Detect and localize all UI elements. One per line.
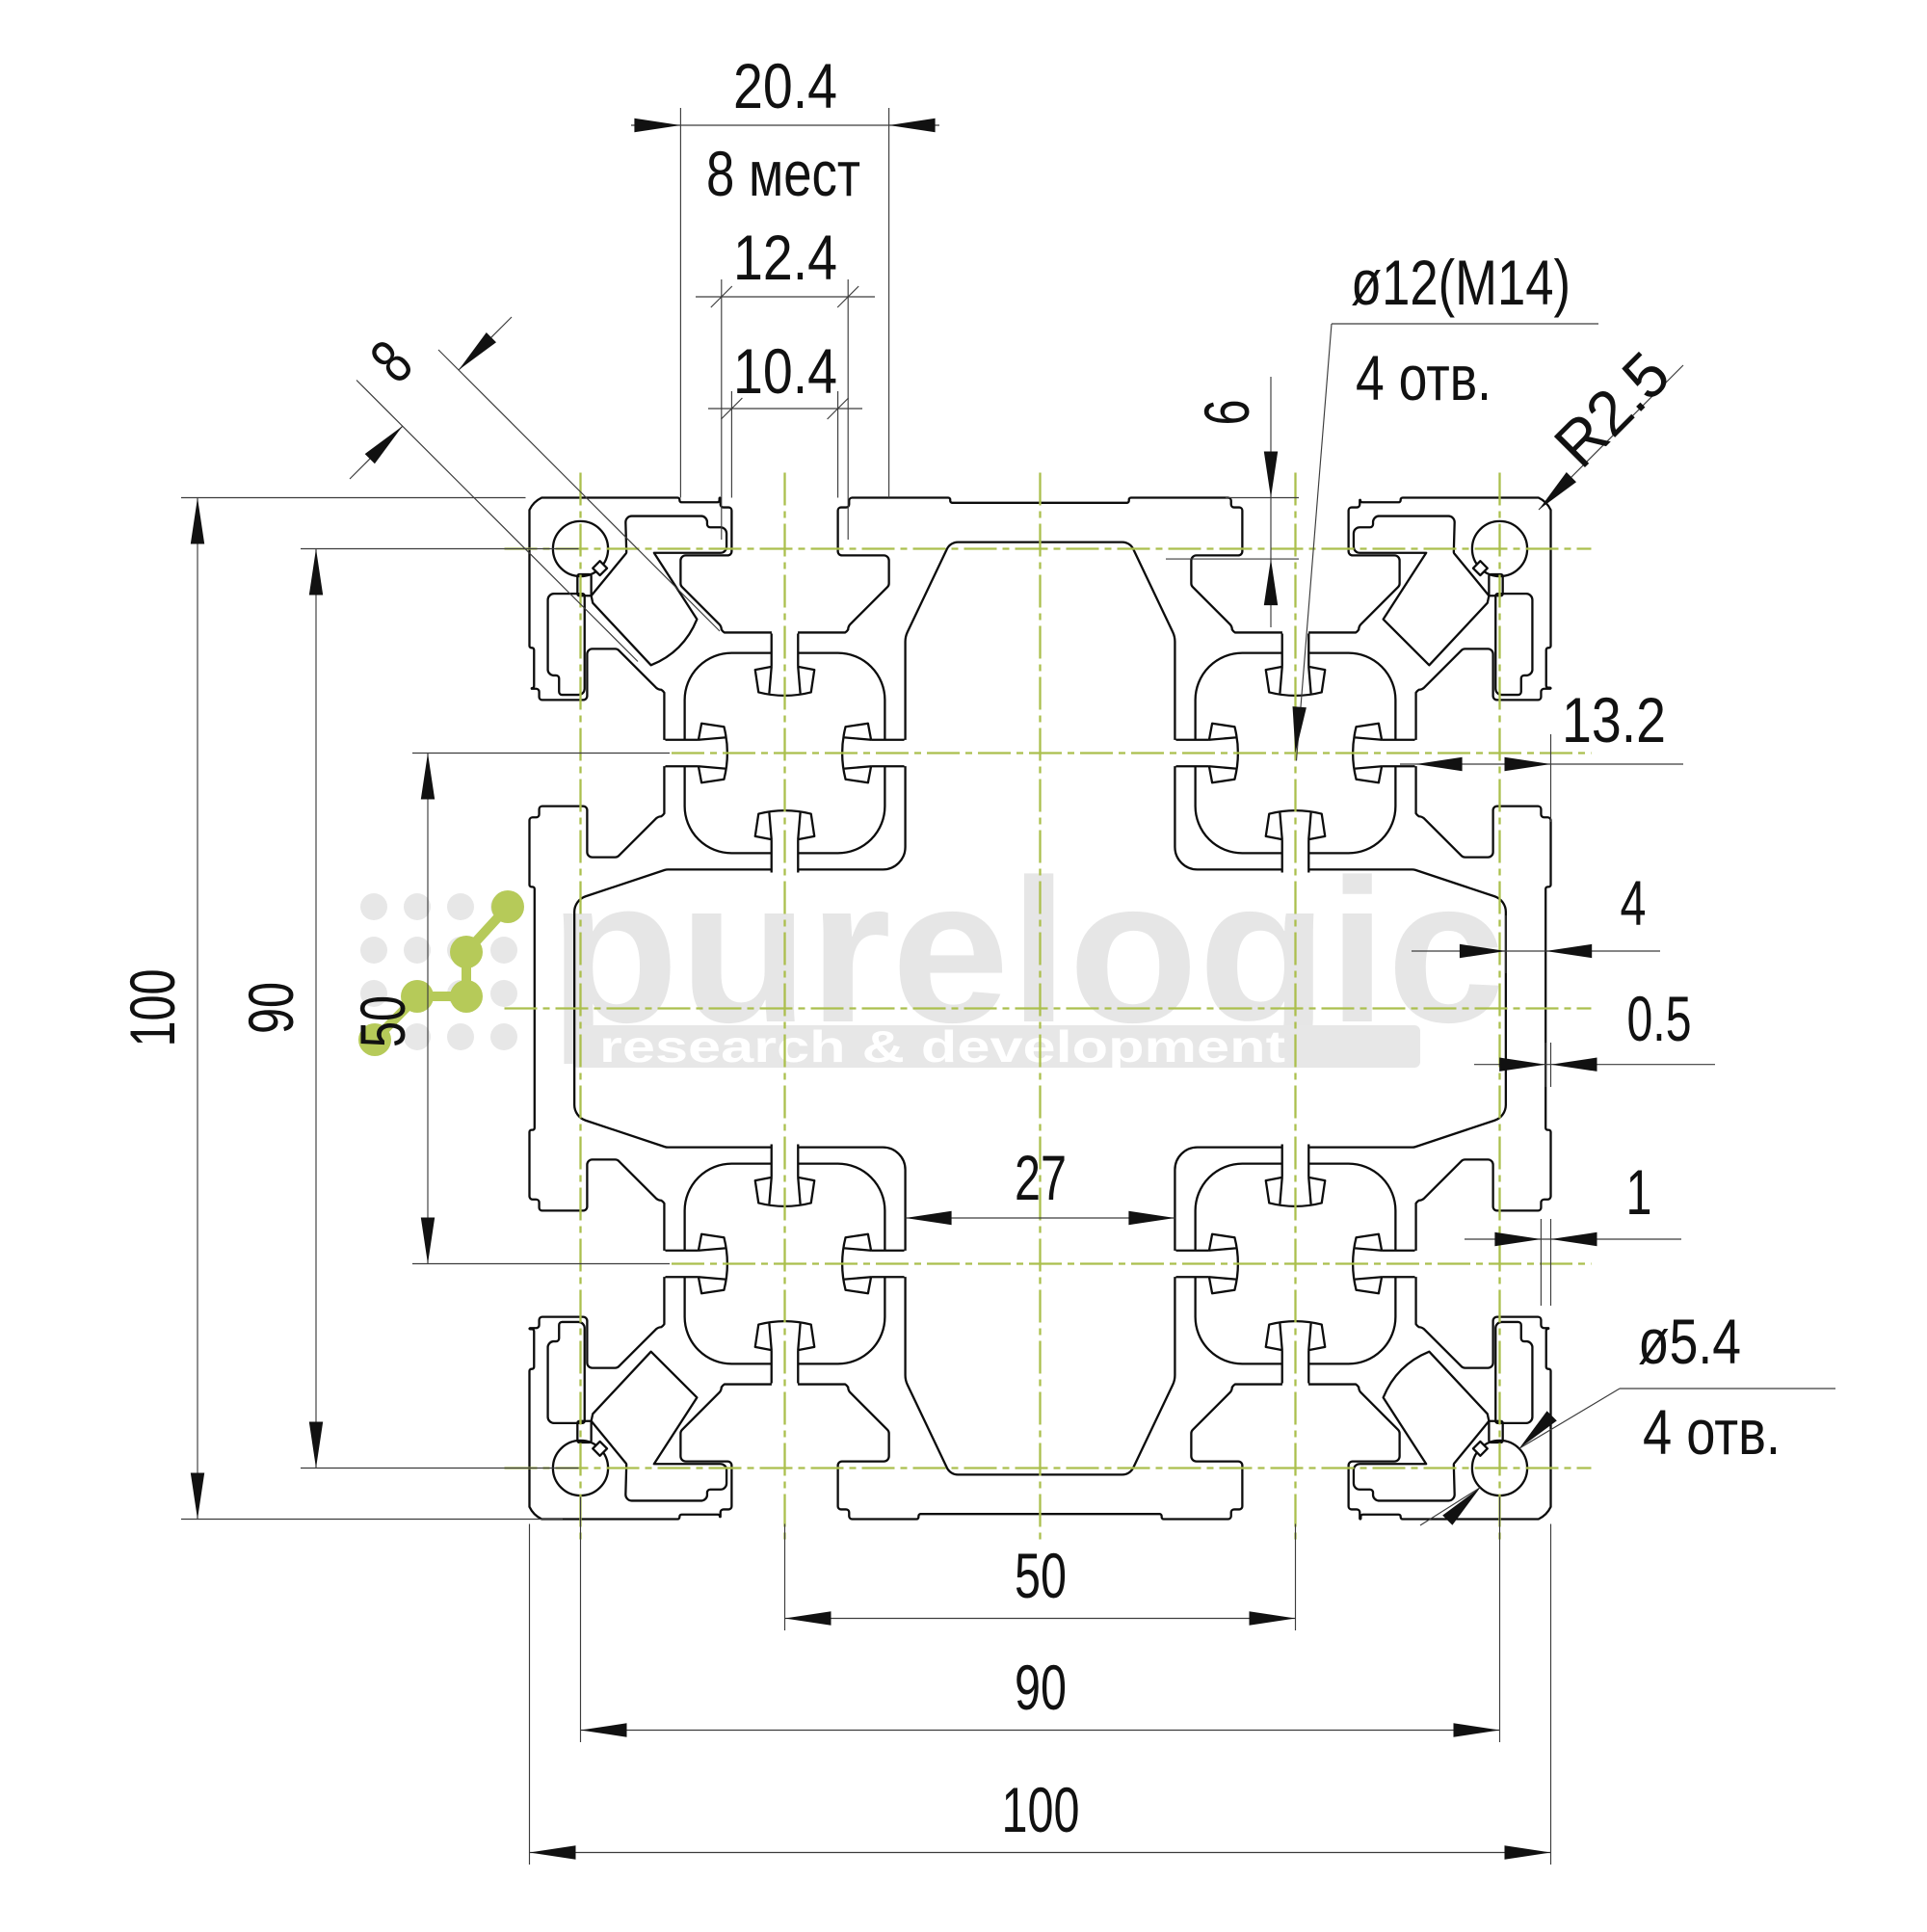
svg-text:4 отв.: 4 отв. (1643, 1396, 1781, 1468)
svg-text:research & development: research & development (599, 1021, 1285, 1072)
svg-text:6: 6 (1191, 400, 1262, 426)
svg-text:ø12(M14): ø12(M14) (1351, 247, 1571, 318)
svg-text:100: 100 (1002, 1774, 1080, 1845)
svg-text:100: 100 (117, 969, 188, 1047)
svg-text:90: 90 (235, 982, 306, 1034)
svg-text:27: 27 (1015, 1142, 1067, 1213)
svg-text:50: 50 (347, 995, 418, 1047)
svg-text:10.4: 10.4 (733, 335, 837, 407)
svg-text:12.4: 12.4 (733, 222, 837, 293)
svg-text:0.5: 0.5 (1627, 983, 1692, 1054)
svg-text:1: 1 (1626, 1156, 1652, 1228)
svg-text:20.4: 20.4 (733, 50, 837, 121)
svg-text:4 отв.: 4 отв. (1356, 342, 1491, 413)
svg-text:ø5.4: ø5.4 (1638, 1306, 1741, 1377)
svg-text:50: 50 (1015, 1540, 1067, 1611)
svg-text:90: 90 (1015, 1652, 1067, 1723)
svg-text:8 мест: 8 мест (706, 138, 860, 209)
svg-text:13.2: 13.2 (1562, 684, 1666, 755)
svg-text:4: 4 (1621, 867, 1647, 939)
